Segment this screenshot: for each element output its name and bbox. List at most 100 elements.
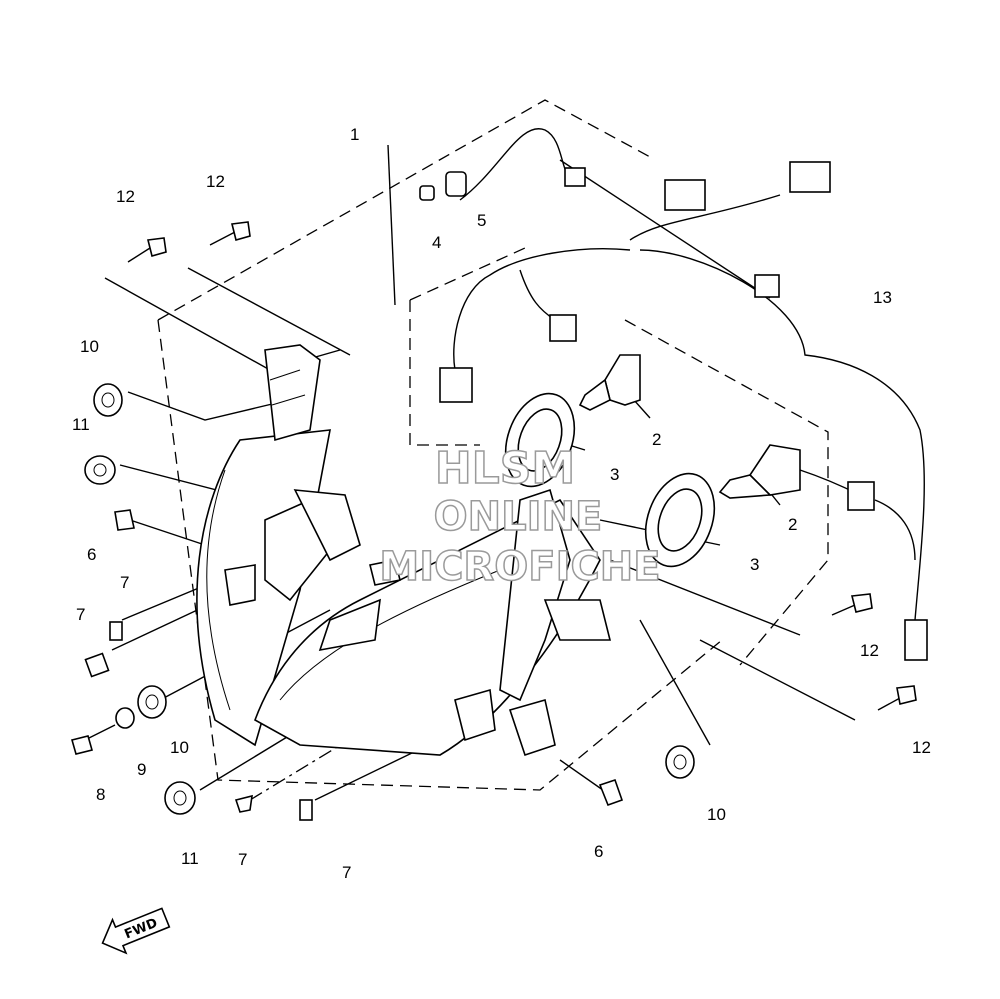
nut-part-6a [114, 509, 135, 531]
fwd-arrow-icon [101, 907, 171, 955]
callout-11b: 11 [181, 849, 199, 868]
headlight-lens-left-inner [206, 469, 231, 711]
clip-part-7b [84, 652, 110, 678]
callout-3b: 3 [750, 555, 759, 574]
watermark-line-3: MICROFICHE [379, 544, 660, 590]
clip-part-7a [109, 621, 123, 641]
bolt-part-12c [831, 593, 873, 616]
headlight-tab-right [543, 599, 612, 641]
harness-main-right [639, 249, 925, 621]
watermark: HLSM ONLINE MICROFICHE [379, 442, 662, 591]
callout-7a: 7 [120, 573, 129, 592]
washer-part-9 [115, 707, 135, 729]
callout-1: 1 [350, 125, 359, 144]
socket-part-5 [445, 171, 467, 197]
leader-1 [387, 144, 396, 306]
headlight-upper-bracket [264, 344, 321, 442]
headlight-bracket-a [318, 598, 381, 652]
clips [84, 509, 624, 821]
callout-9: 9 [137, 760, 146, 779]
callout-numbers: 1 2 2 3 3 4 5 6 6 7 7 7 7 8 9 10 10 10 1… [72, 125, 931, 882]
callout-6a: 6 [87, 545, 96, 564]
nut-part-6b [598, 778, 624, 807]
bulb-part-2b-glass [718, 474, 772, 499]
harness-branch-bulb [519, 269, 556, 321]
collar-part-10a-hole [101, 392, 115, 408]
grommets [84, 383, 695, 815]
grommet-part-11b-hole [173, 790, 187, 806]
bolt-part-8 [71, 724, 116, 755]
collar-part-10a [93, 383, 123, 417]
callout-12a: 12 [116, 187, 135, 206]
callout-6b: 6 [594, 842, 603, 861]
grommet-part-11b [164, 781, 196, 815]
leader-12c [609, 559, 801, 636]
bulb-seals [504, 392, 716, 568]
callout-2b: 2 [788, 515, 797, 534]
forward-direction-indicator: FWD [101, 907, 171, 955]
boundary-top [157, 99, 653, 321]
headlight-assembly [196, 344, 612, 757]
callout-2a: 2 [652, 430, 661, 449]
callout-12b: 12 [206, 172, 225, 191]
clip-part-7c [234, 794, 253, 813]
watermark-line-2: ONLINE [434, 494, 603, 540]
clip-part-7d [299, 799, 313, 821]
leader-harness-a [559, 159, 771, 299]
headlight-small-clip [369, 559, 401, 586]
callout-4: 4 [432, 233, 441, 252]
headlight-bracket-right [499, 488, 571, 702]
collar-part-10b-hole [145, 694, 159, 710]
leader-12d [699, 639, 856, 721]
callout-5: 5 [477, 211, 486, 230]
seal-part-3b-inner [657, 488, 703, 552]
callout-10c: 10 [707, 805, 726, 824]
collar-part-10b [137, 685, 167, 719]
callout-11a: 11 [72, 415, 90, 434]
harness-connector-b [789, 161, 831, 193]
bolt-part-12a [127, 237, 167, 263]
harness-branch-bulb2b [874, 499, 916, 561]
leader-12b [187, 267, 351, 356]
collar-part-10c [665, 745, 695, 779]
headlight-adjuster [293, 489, 361, 562]
headlight-clip-mount [224, 564, 256, 606]
callout-12d: 12 [912, 738, 931, 757]
harness-connector-f [439, 367, 473, 403]
headlight-tab-bottom [454, 688, 496, 742]
callout-3a: 3 [610, 465, 619, 484]
callout-7c: 7 [238, 850, 247, 869]
callout-8: 8 [96, 785, 105, 804]
harness-connector-c [664, 179, 706, 211]
wiring-harness [439, 128, 928, 661]
callout-12c: 12 [860, 641, 879, 660]
harness-connector-h [847, 481, 875, 511]
bolt-part-12b [209, 221, 251, 246]
watermark-line-1: HLSM [435, 443, 575, 494]
small-bulb-part-4 [419, 185, 435, 201]
harness-socket-wire [459, 128, 576, 201]
bulb-part-2a-glass [578, 378, 611, 411]
bolts [71, 221, 917, 755]
collar-part-10c-hole [673, 754, 687, 770]
callout-10a: 10 [80, 337, 99, 356]
boundary-harness [409, 300, 480, 446]
harness-connector-e [904, 619, 928, 661]
headlight-tab-bottom2 [508, 698, 556, 757]
bulb-part-2b-base [748, 444, 801, 496]
position-bulb-socket [419, 171, 467, 201]
bulb-part-2a-base [604, 354, 641, 406]
grommet-part-11a-hole [93, 463, 107, 477]
boundary-bulb [624, 319, 829, 666]
headlight-upper-bracket-ribs [269, 369, 306, 406]
boundary-main [157, 319, 723, 791]
callout-7d: 7 [342, 863, 351, 882]
callout-13: 13 [873, 288, 892, 307]
boundary-harness-top [409, 247, 526, 301]
leader-10c [639, 619, 711, 746]
harness-branch-top [629, 194, 781, 241]
callout-10b: 10 [170, 738, 189, 757]
harness-main-left [453, 248, 631, 371]
